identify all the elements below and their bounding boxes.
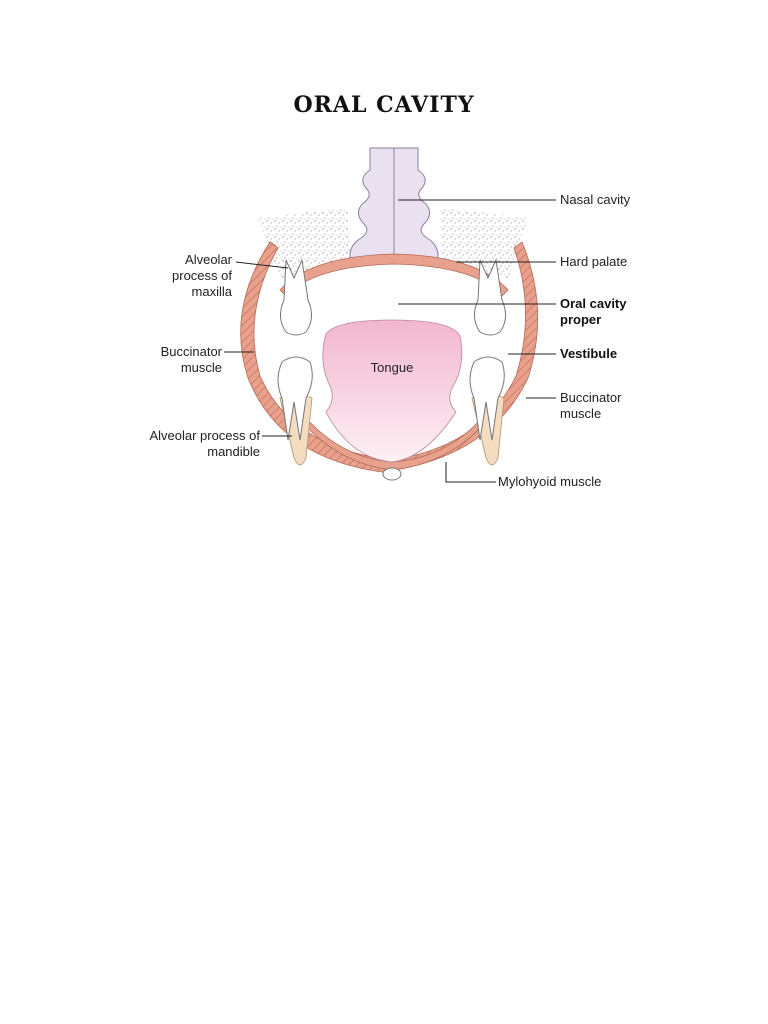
label-alveolar-mandible-line2: mandible (207, 444, 260, 459)
maxilla-left-stipple (258, 208, 350, 280)
label-vestibule: Vestibule (560, 346, 617, 361)
label-alveolar-mandible-line1: Alveolar process of (149, 428, 260, 443)
hard-palate-shape (279, 253, 509, 297)
upper-tooth-right (474, 258, 506, 336)
lower-tooth-left (277, 356, 313, 441)
tongue-shape (322, 319, 463, 463)
hyoid-node (382, 467, 402, 481)
label-buccinator-left-line1: Buccinator (161, 344, 223, 359)
oral-cavity-diagram: Nasal cavity Hard palate Oral cavity pro… (149, 147, 630, 489)
label-alveolar-maxilla-line1: Alveolar (185, 252, 233, 267)
lower-tooth-right (469, 356, 505, 441)
label-hard-palate: Hard palate (560, 254, 627, 269)
label-oral-cavity-proper-line1: Oral cavity (560, 296, 627, 311)
label-buccinator-left-line2: muscle (181, 360, 222, 375)
label-buccinator-right-line2: muscle (560, 406, 601, 421)
leader-mylohyoid (445, 462, 496, 483)
label-alveolar-maxilla-line2: process of (172, 268, 232, 283)
label-nasal-cavity: Nasal cavity (560, 192, 630, 207)
label-oral-cavity-proper-line2: proper (560, 312, 601, 327)
label-tongue: Tongue (371, 360, 414, 375)
leader-alveolar-maxilla (235, 261, 289, 269)
label-buccinator-right-line1: Buccinator (560, 390, 622, 405)
upper-tooth-left (280, 258, 312, 336)
page-title: ORAL CAVITY (293, 92, 475, 118)
label-mylohyoid: Mylohyoid muscle (498, 474, 601, 489)
label-alveolar-maxilla-line3: maxilla (192, 284, 233, 299)
